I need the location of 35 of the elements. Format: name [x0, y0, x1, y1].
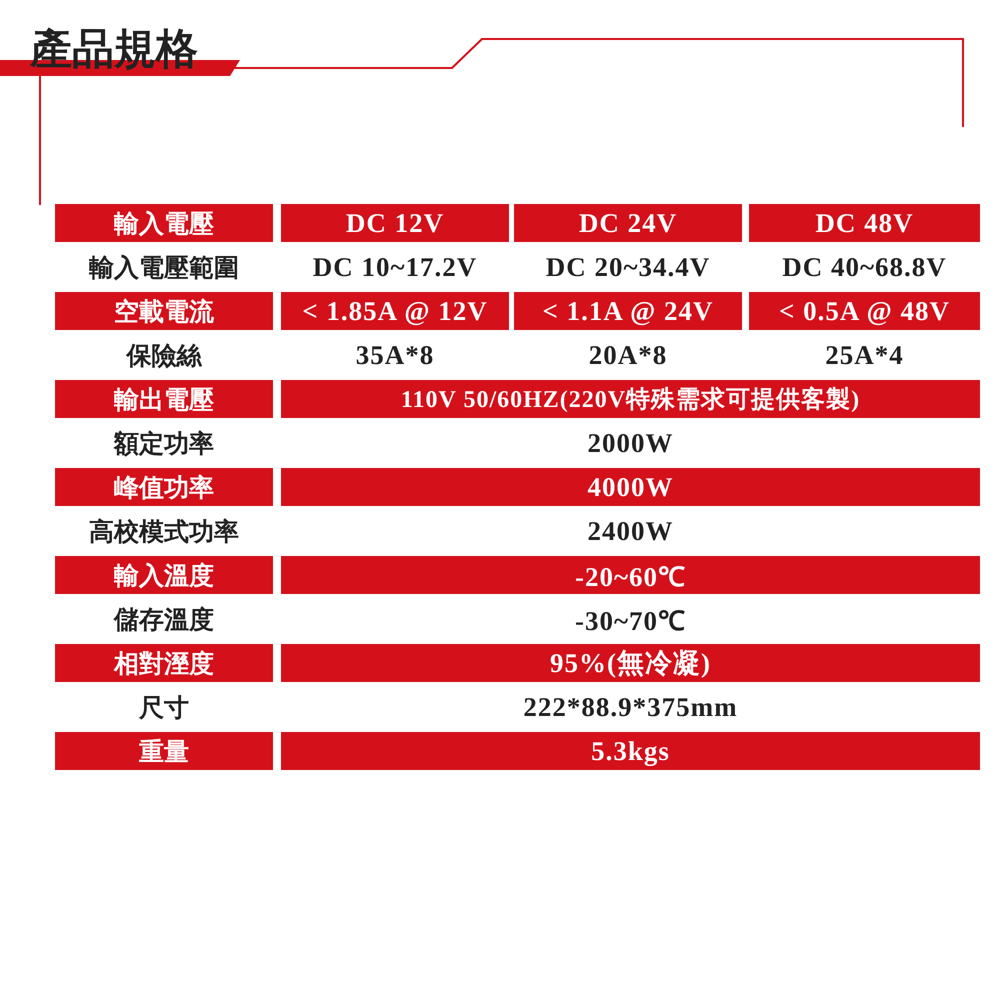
table-cell: < 0.5A @ 48V [749, 292, 980, 330]
row-header-text: 保險絲 [124, 340, 203, 372]
row-header-text: 高校模式功率 [88, 516, 240, 548]
row-header-text: 尺寸 [138, 692, 190, 724]
row-header-text: 額定功率 [112, 428, 215, 460]
table-cell: < 1.1A @ 24V [514, 292, 742, 330]
table-cell: 110V 50/60HZ(220V特殊需求可提供客製) [281, 380, 980, 418]
spec-value: 20A*8 [588, 338, 668, 372]
table-cell: DC 48V [749, 204, 980, 242]
table-cell: < 1.85A @ 12V [281, 292, 509, 330]
spec-value: DC 40~68.8V [781, 250, 948, 284]
spec-value: 25A*4 [824, 338, 905, 372]
spec-value: 2000W [586, 426, 674, 460]
spec-value: 35A*8 [354, 338, 436, 372]
page-title: 產品規格 [30, 24, 198, 74]
table-cell: DC 12V [281, 204, 509, 242]
spec-value: DC 20~34.4V [544, 250, 712, 284]
row-header: 峰值功率 [55, 468, 273, 506]
row-header: 重量 [55, 732, 273, 770]
row-header: 輸出電壓 [55, 380, 273, 418]
spec-value: 2400W [586, 514, 674, 548]
table-cell: 5.3kgs [281, 732, 980, 770]
spec-value: DC 10~17.2V [312, 250, 478, 284]
table-cell: 95%(無冷凝) [281, 644, 980, 682]
table-cell: 4000W [281, 468, 980, 506]
spec-value: 222*88.9*375mm [522, 690, 739, 724]
table-cell: -20~60℃ [281, 556, 980, 594]
spec-value: -30~70℃ [574, 604, 688, 638]
table-cell: DC 24V [514, 204, 742, 242]
row-header: 空載電流 [55, 292, 273, 330]
row-header: 輸入溫度 [55, 556, 273, 594]
row-header-text: 輸入電壓範圍 [88, 252, 240, 284]
row-header: 相對溼度 [55, 644, 273, 682]
row-header: 輸入電壓 [55, 204, 273, 242]
row-header-text: 儲存溫度 [112, 604, 215, 636]
